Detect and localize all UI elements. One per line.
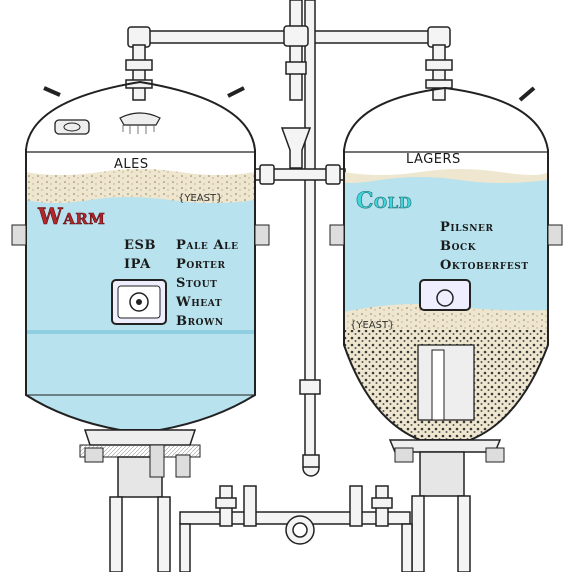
ales-beer-list-left: ESB IPA — [124, 236, 156, 274]
lagers-beer-list: Pilsner Bock Oktoberfest — [440, 218, 529, 275]
beer-bock: Bock — [440, 239, 477, 254]
ales-beer-list-right: Pale Ale Porter Stout Wheat Brown — [176, 236, 239, 331]
ales-yeast-label: {YEAST} — [178, 193, 223, 204]
beer-wheat: Wheat — [176, 295, 223, 310]
lagers-cold-label: Cold — [356, 188, 413, 215]
beer-ipa: IPA — [124, 257, 151, 272]
beer-porter: Porter — [176, 257, 226, 272]
ales-title: ALES — [114, 157, 149, 172]
top-piping — [125, 0, 453, 477]
ales-warm-label: Warm — [38, 204, 106, 231]
beer-esb: ESB — [124, 238, 157, 253]
beer-brown: Brown — [176, 314, 224, 329]
ales-tank — [11, 80, 270, 572]
bottom-piping — [179, 485, 413, 572]
beer-pilsner: Pilsner — [440, 220, 494, 235]
beer-pale-ale: Pale Ale — [176, 238, 239, 253]
lagers-title: LAGERS — [406, 152, 461, 167]
beer-stout: Stout — [176, 276, 218, 291]
beer-oktoberfest: Oktoberfest — [440, 258, 529, 273]
lagers-yeast-label: {YEAST} — [350, 320, 395, 331]
lagers-tank — [329, 86, 563, 572]
